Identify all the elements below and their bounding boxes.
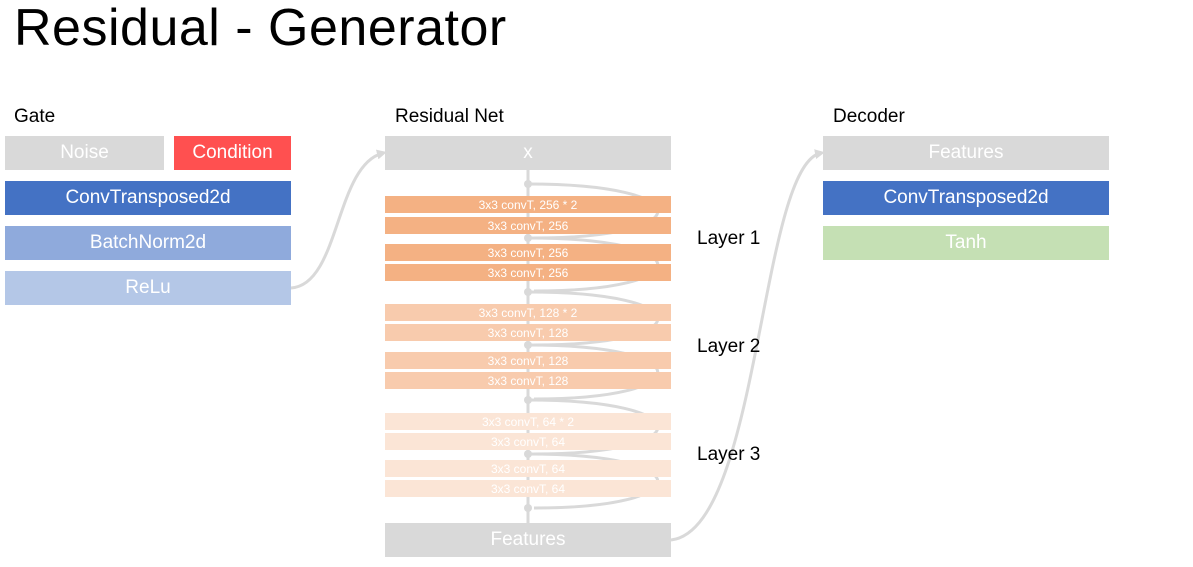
gate-batchnorm-box: BatchNorm2d bbox=[5, 226, 291, 260]
layer1-bar-1: 3x3 convT, 256 * 2 bbox=[385, 196, 671, 213]
gate-noise-box: Noise bbox=[5, 136, 164, 170]
gate-condition-box: Condition bbox=[174, 136, 291, 170]
gate-heading: Gate bbox=[14, 106, 56, 127]
decoder-heading: Decoder bbox=[833, 106, 905, 127]
layer1-bar-4: 3x3 convT, 256 bbox=[385, 264, 671, 281]
gate-relu-box: ReLu bbox=[5, 271, 291, 305]
layer2-bar-2: 3x3 convT, 128 bbox=[385, 324, 671, 341]
layer2-bar-4: 3x3 convT, 128 bbox=[385, 372, 671, 389]
layer3-bar-1: 3x3 convT, 64 * 2 bbox=[385, 413, 671, 430]
layer3-bar-4: 3x3 convT, 64 bbox=[385, 480, 671, 497]
layer2-label: Layer 2 bbox=[697, 336, 761, 357]
page-title: Residual - Generator bbox=[14, 0, 507, 57]
gate-conv-box: ConvTransposed2d bbox=[5, 181, 291, 215]
layer1-label: Layer 1 bbox=[697, 228, 761, 249]
decoder-features-box: Features bbox=[823, 136, 1109, 170]
layer3-label: Layer 3 bbox=[697, 444, 761, 465]
decoder-conv-box: ConvTransposed2d bbox=[823, 181, 1109, 215]
decoder-tanh-box: Tanh bbox=[823, 226, 1109, 260]
layer2-bar-1: 3x3 convT, 128 * 2 bbox=[385, 304, 671, 321]
layer1-bar-2: 3x3 convT, 256 bbox=[385, 217, 671, 234]
layer1-bar-3: 3x3 convT, 256 bbox=[385, 244, 671, 261]
layer3-bar-2: 3x3 convT, 64 bbox=[385, 433, 671, 450]
residual-output-box: Features bbox=[385, 523, 671, 557]
residual-to-decoder-arrow bbox=[670, 149, 825, 542]
gate-to-residual-arrow bbox=[290, 149, 387, 290]
residual-heading: Residual Net bbox=[395, 106, 504, 127]
residual-input-box: x bbox=[385, 136, 671, 170]
layer3-bar-3: 3x3 convT, 64 bbox=[385, 460, 671, 477]
layer2-bar-3: 3x3 convT, 128 bbox=[385, 352, 671, 369]
junction-dots bbox=[524, 180, 532, 512]
